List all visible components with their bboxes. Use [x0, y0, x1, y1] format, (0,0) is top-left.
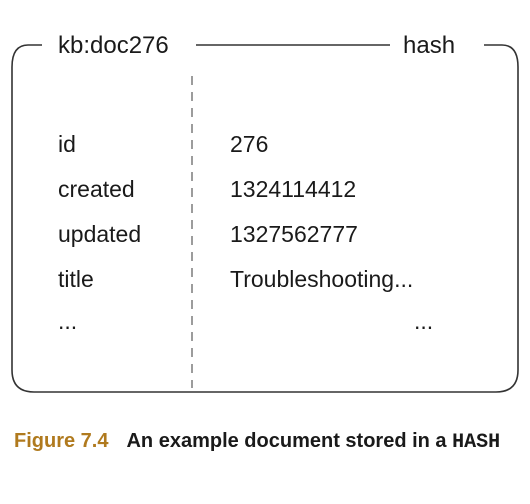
ellipsis-value: ... — [414, 308, 433, 334]
hash-diagram: kb:doc276 hash id 276 created 1324114412 upd… — [11, 32, 519, 393]
figure-number: Figure 7.4 — [14, 430, 109, 452]
hash-rows: id 276 created 1324114412 updated 1327562777 t… — [58, 131, 413, 292]
field-name: updated — [58, 221, 141, 247]
figure-caption: Figure 7.4 An example document stored in … — [14, 426, 519, 458]
field-value: 276 — [230, 131, 268, 157]
hash-container-frame — [11, 44, 519, 393]
ellipsis-field: ... — [58, 308, 77, 334]
field-name: created — [58, 176, 135, 202]
field-value: Troubleshooting... — [230, 266, 413, 292]
caption-code-word: HASH — [452, 431, 501, 454]
field-value: 1324114412 — [230, 176, 356, 202]
caption-text: An example document stored in a — [126, 430, 447, 452]
type-label: hash — [403, 32, 455, 59]
field-name: title — [58, 266, 94, 292]
field-value: 1327562777 — [230, 221, 358, 247]
field-name: id — [58, 131, 76, 157]
key-name-label: kb:doc276 — [58, 32, 169, 59]
